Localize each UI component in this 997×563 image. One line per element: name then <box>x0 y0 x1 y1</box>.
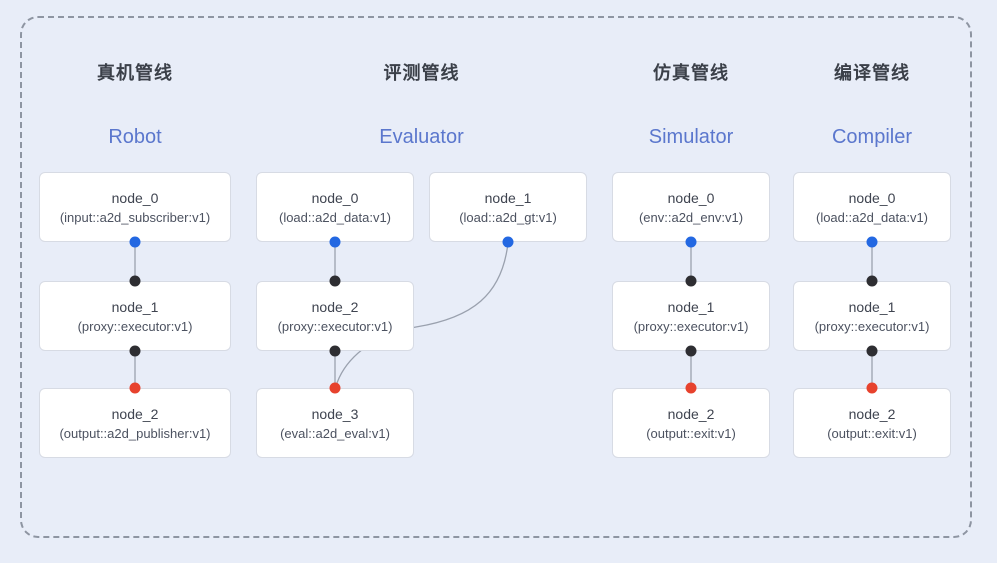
port-dot-source <box>502 236 514 248</box>
node-type: (proxy::executor:v1) <box>77 318 193 334</box>
port-dot-proxy-out <box>866 345 878 357</box>
port-dot-proxy-out <box>329 345 341 357</box>
node-type: (eval::a2d_eval:v1) <box>280 425 390 441</box>
port-dot-source <box>129 236 141 248</box>
pipeline-title-zh-evaluator: 评测管线 <box>383 63 460 83</box>
node-type: (proxy::executor:v1) <box>633 318 749 334</box>
node-type: (load::a2d_data:v1) <box>278 209 392 225</box>
node-box-simulator-0: node_0 (env::a2d_env:v1) <box>612 172 770 242</box>
node-type: (load::a2d_data:v1) <box>815 209 929 225</box>
node-type: (proxy::executor:v1) <box>814 318 930 334</box>
port-dot-proxy-in <box>129 275 141 287</box>
node-type: (load::a2d_gt:v1) <box>459 209 557 225</box>
node-name: node_1 <box>484 189 532 206</box>
pipeline-title-zh-compiler: 编译管线 <box>834 63 910 83</box>
node-name: node_2 <box>848 405 896 422</box>
port-dot-source <box>329 236 341 248</box>
node-box-evaluator-1: node_1 (load::a2d_gt:v1) <box>429 172 587 242</box>
node-box-compiler-2: node_2 (output::exit:v1) <box>793 388 951 458</box>
port-dot-proxy-out <box>129 345 141 357</box>
node-name: node_3 <box>311 405 359 422</box>
node-name: node_0 <box>667 189 715 206</box>
node-box-simulator-2: node_2 (output::exit:v1) <box>612 388 770 458</box>
pipeline-title-en-compiler: Compiler <box>831 126 913 148</box>
node-name: node_2 <box>111 405 159 422</box>
port-dot-proxy-in <box>685 275 697 287</box>
node-name: node_2 <box>311 298 359 315</box>
port-dot-proxy-out <box>685 345 697 357</box>
node-name: node_1 <box>667 298 715 315</box>
node-box-robot-2: node_2 (output::a2d_publisher:v1) <box>39 388 231 458</box>
node-name: node_1 <box>111 298 159 315</box>
port-dot-sink <box>685 382 697 394</box>
node-type: (output::exit:v1) <box>827 425 917 441</box>
node-type: (env::a2d_env:v1) <box>638 209 744 225</box>
port-dot-sink <box>129 382 141 394</box>
pipeline-title-en-evaluator: Evaluator <box>379 126 464 148</box>
node-type: (proxy::executor:v1) <box>277 318 393 334</box>
node-name: node_0 <box>848 189 896 206</box>
node-box-evaluator-3: node_3 (eval::a2d_eval:v1) <box>256 388 414 458</box>
node-name: node_2 <box>667 405 715 422</box>
port-dot-source <box>685 236 697 248</box>
node-box-evaluator-0: node_0 (load::a2d_data:v1) <box>256 172 414 242</box>
node-box-robot-0: node_0 (input::a2d_subscriber:v1) <box>39 172 231 242</box>
node-box-evaluator-2: node_2 (proxy::executor:v1) <box>256 281 414 351</box>
port-dot-proxy-in <box>866 275 878 287</box>
edge-evaluator-1-3-curve <box>335 242 509 387</box>
node-box-compiler-0: node_0 (load::a2d_data:v1) <box>793 172 951 242</box>
pipeline-title-zh-simulator: 仿真管线 <box>653 63 729 83</box>
node-name: node_0 <box>111 189 159 206</box>
node-type: (output::a2d_publisher:v1) <box>59 425 211 441</box>
node-box-robot-1: node_1 (proxy::executor:v1) <box>39 281 231 351</box>
node-box-compiler-1: node_1 (proxy::executor:v1) <box>793 281 951 351</box>
node-box-simulator-1: node_1 (proxy::executor:v1) <box>612 281 770 351</box>
port-dot-sink <box>329 382 341 394</box>
node-name: node_0 <box>311 189 359 206</box>
port-dot-sink <box>866 382 878 394</box>
node-name: node_1 <box>848 298 896 315</box>
pipeline-title-en-robot: Robot <box>108 126 162 148</box>
node-type: (input::a2d_subscriber:v1) <box>59 209 211 225</box>
port-dot-source <box>866 236 878 248</box>
port-dot-proxy-in <box>329 275 341 287</box>
pipeline-title-en-simulator: Simulator <box>648 126 734 148</box>
pipeline-title-zh-robot: 真机管线 <box>97 63 173 83</box>
node-type: (output::exit:v1) <box>646 425 736 441</box>
